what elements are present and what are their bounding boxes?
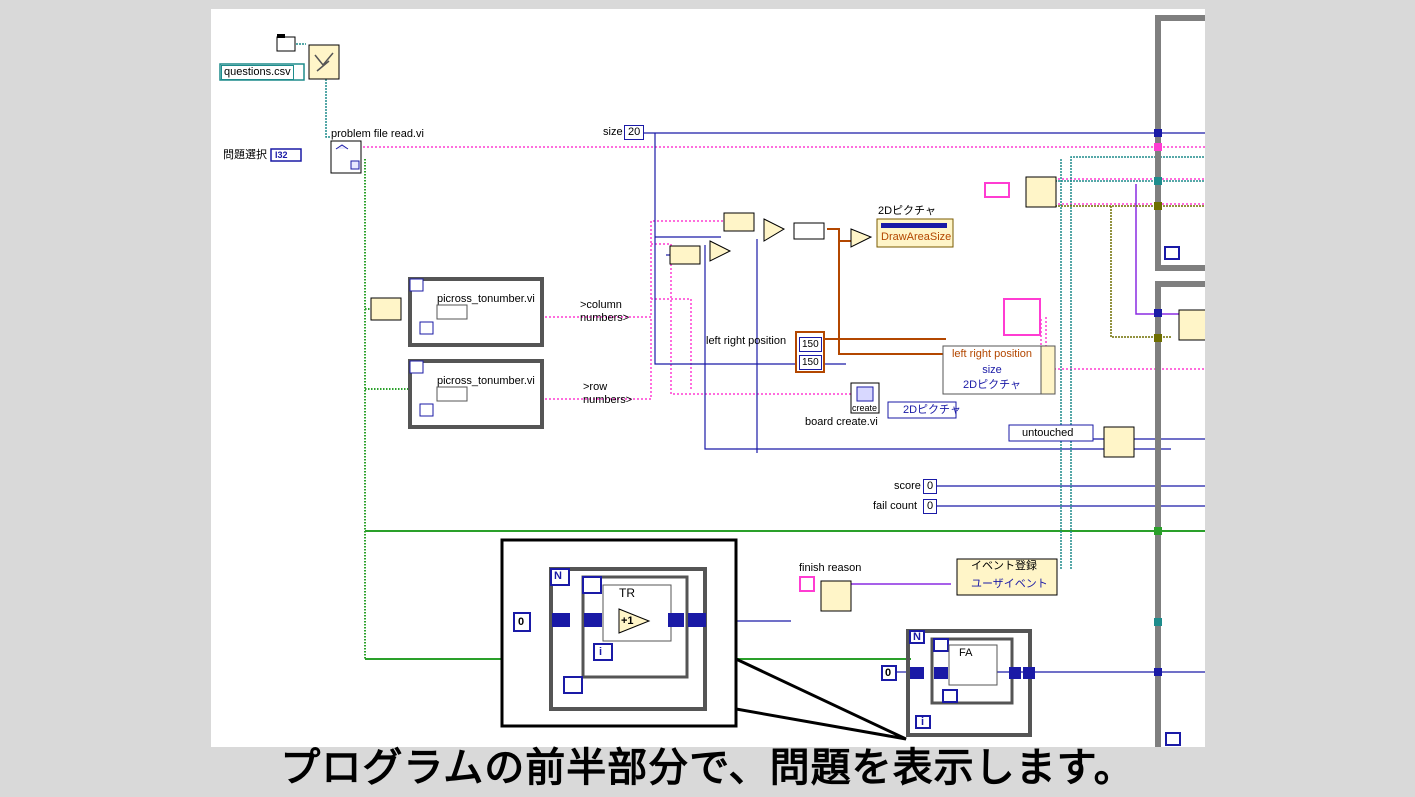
cluster-row-lrp: left right position: [951, 348, 1033, 360]
for-loop-column: [408, 277, 544, 347]
zoom-ring[interactable]: TR: [619, 586, 635, 600]
zoom-i-terminal: i: [599, 646, 603, 658]
bundle-by-name-node: [942, 345, 1056, 395]
loop-n-terminal: N: [913, 631, 921, 643]
i32-terminal[interactable]: I32: [275, 150, 288, 160]
teal-wire: [296, 43, 1205, 569]
build-path-node: [308, 44, 340, 80]
picross-tonumber-label-1: picross_tonumber.vi: [437, 293, 535, 305]
score-constant[interactable]: 0: [923, 479, 938, 494]
add-node: [850, 228, 873, 248]
size-constant[interactable]: 20: [624, 125, 645, 140]
read-file-node: [330, 140, 362, 174]
loop-ring[interactable]: FA: [959, 647, 973, 659]
green-solid: [365, 530, 1205, 660]
file-path-constant[interactable]: questions.csv: [221, 65, 294, 80]
untouched-enum[interactable]: untouched: [1022, 427, 1074, 439]
fail-count-constant[interactable]: 0: [923, 499, 938, 514]
bundle-by-name-cluster: left right position size 2Dピクチャ: [943, 347, 1041, 393]
timer-icon-node: [1003, 298, 1041, 336]
left-right-position-label: left right position: [706, 335, 787, 347]
diagram-slide: questions.csv problem file read.vi 問題選択 …: [211, 9, 1205, 747]
olive-wire: [1031, 205, 1205, 338]
user-event-label[interactable]: ユーザイベント: [971, 578, 1048, 590]
user-event-create-node: [820, 580, 852, 612]
size-label: size: [603, 126, 623, 138]
bottom-for-loop: [881, 629, 1035, 737]
orange-wire: [823, 228, 946, 355]
cluster-row-size: size: [982, 364, 1002, 376]
problem-select-label: 問題選択: [223, 149, 267, 161]
loop-i-terminal: i: [921, 716, 925, 728]
zoom-n-terminal: N: [554, 570, 562, 582]
picross-tonumber-label-2: picross_tonumber.vi: [437, 375, 535, 387]
cluster-row-picture: 2Dピクチャ: [963, 379, 1021, 391]
green-wire: [364, 159, 1205, 660]
board-create-node: [850, 382, 880, 414]
zoom-increment: +1: [621, 615, 634, 627]
finish-reason-label: finish reason: [799, 562, 862, 574]
labview-block-diagram: [219, 15, 1205, 747]
picture-2d-label: 2Dピクチャ: [878, 205, 936, 217]
queue-node: [1178, 309, 1205, 341]
picture-property-node: [876, 218, 954, 248]
board-create-text: create: [852, 403, 878, 413]
for-loop-row: [408, 359, 544, 429]
problem-file-read-label: problem file read.vi: [331, 128, 424, 140]
event-create-node: [1025, 176, 1057, 208]
bundle-node: [793, 222, 825, 240]
tunnels-right: [1154, 129, 1162, 676]
register-events-node: [956, 558, 1058, 596]
iteration-terminal-top: [1164, 246, 1180, 260]
loop-zero-constant[interactable]: 0: [885, 667, 892, 679]
picture-ref-box: [887, 401, 957, 419]
board-create-label: board create.vi: [805, 416, 878, 428]
slide-caption: プログラムの前半部分で、問題を表示します。: [280, 745, 1135, 791]
index-array-node: [370, 297, 402, 321]
outer-structure-frames: [1155, 15, 1205, 747]
multiply-nodes: [709, 218, 786, 262]
lrp-value-2[interactable]: 150: [799, 355, 822, 370]
lrp-value-1[interactable]: 150: [799, 337, 822, 352]
i32-control-box: [270, 148, 302, 162]
score-label: score: [894, 480, 921, 492]
finish-reason-terminal: [799, 576, 815, 592]
row-numbers-label: >row numbers>: [583, 381, 633, 406]
draw-area-size-property[interactable]: DrawAreaSize: [881, 231, 952, 243]
zoom-zero-constant[interactable]: 0: [518, 616, 525, 628]
folder-icon: [276, 34, 296, 52]
column-numbers-label: >column numbers>: [580, 299, 630, 324]
pink-const-box: [984, 182, 1010, 198]
fail-count-label: fail count: [873, 500, 918, 512]
event-register-label: イベント登録: [971, 560, 1037, 572]
iteration-terminal-bottom: [1165, 732, 1181, 746]
enum-node: [1103, 426, 1135, 458]
zoom-callout: [500, 538, 907, 741]
picture-reference[interactable]: 2Dピクチャ: [903, 404, 961, 416]
array-size-nodes: [669, 212, 755, 265]
untouched-enum-box: [1008, 424, 1094, 442]
pink-wire: [363, 146, 1205, 400]
